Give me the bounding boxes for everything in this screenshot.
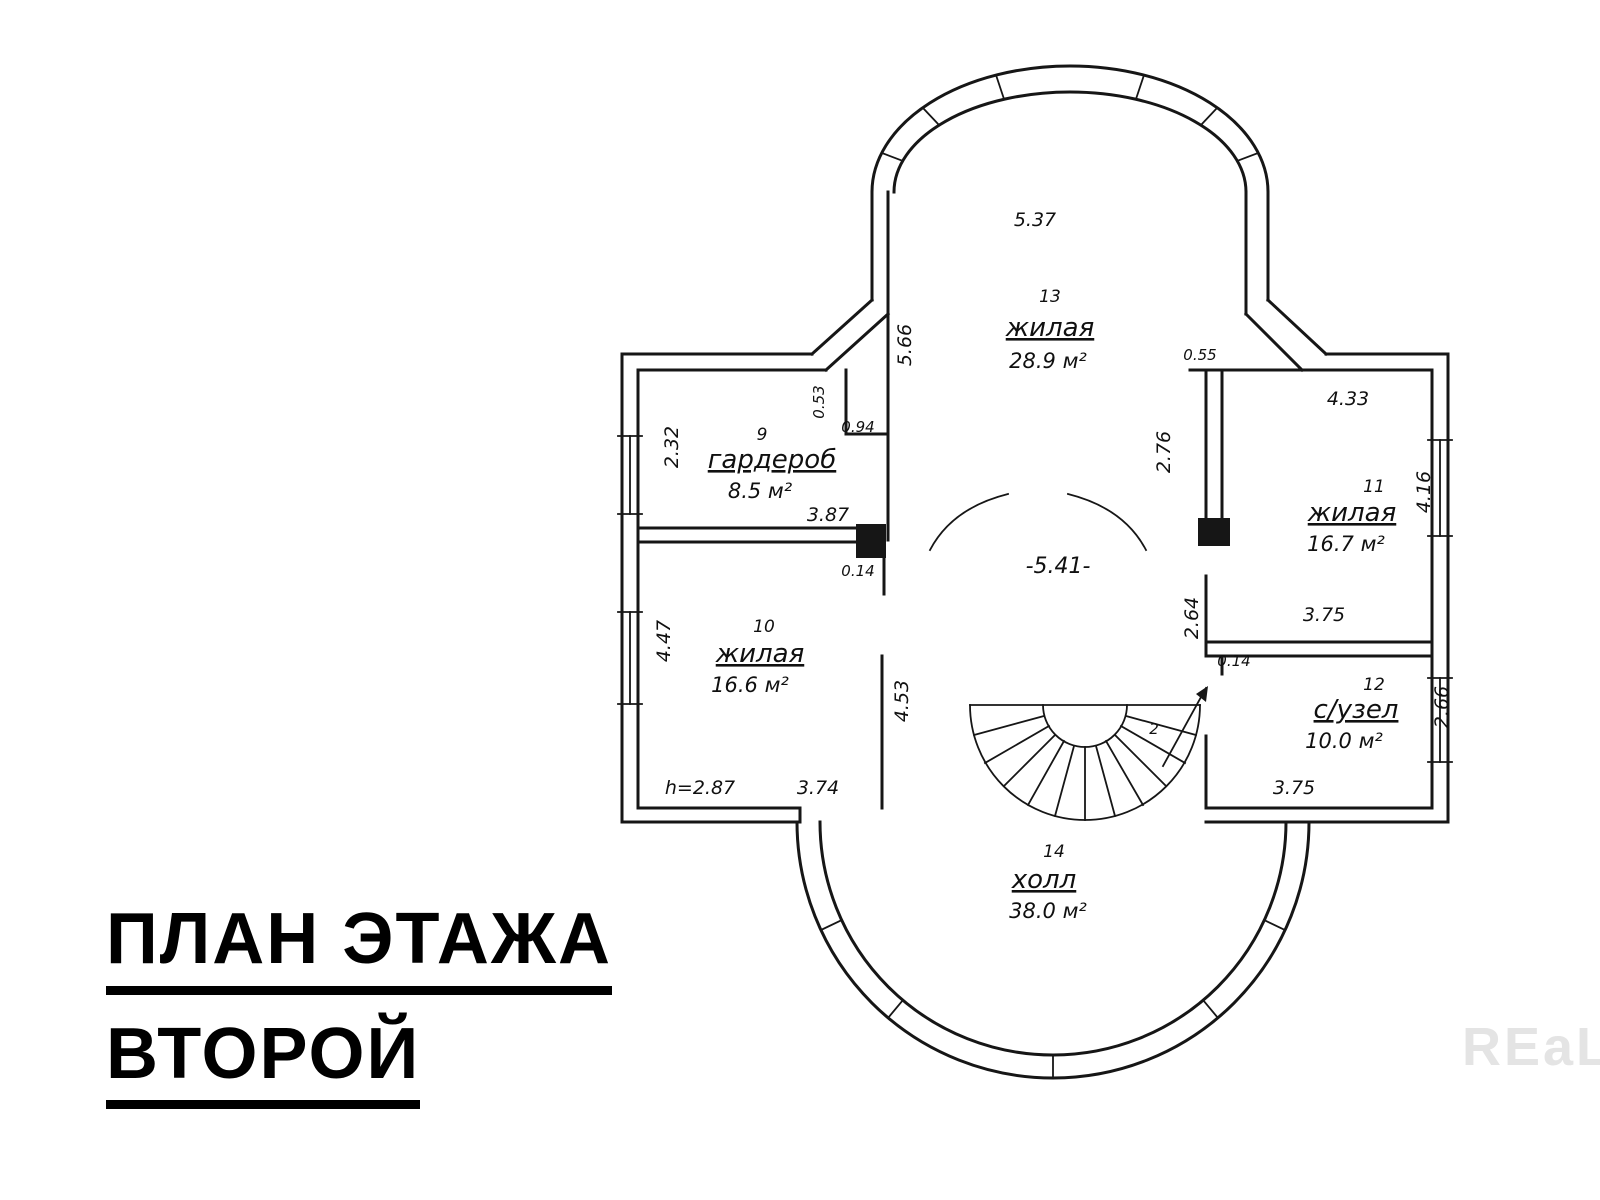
title-line-2: ВТОРОЙ — [106, 1016, 421, 1110]
dim-room10-right: 4.53 — [891, 680, 913, 722]
room-label-10: 10 жилая 16.6 м² — [711, 617, 804, 697]
room-13-number: 13 — [1039, 287, 1061, 307]
stair-direction-arrow — [1161, 686, 1208, 768]
dim-gap-055: 0.55 — [1183, 346, 1216, 364]
room-10-name: жилая — [715, 639, 805, 669]
dim-ceiling-height: h=2.87 — [665, 777, 735, 799]
exterior-walls — [620, 190, 1450, 824]
room-13-area: 28.9 м² — [1009, 349, 1087, 373]
dim-room11-bottom: 3.75 — [1303, 604, 1345, 626]
room-label-11: 11 жилая 16.7 м² — [1307, 477, 1397, 556]
room-label-9: 9 гардероб 8.5 м² — [708, 425, 837, 503]
room-9-name: гардероб — [708, 445, 837, 475]
winder-staircase — [969, 686, 1208, 821]
dim-hall-opening: -5.41- — [1026, 554, 1091, 579]
room-10-number: 10 — [753, 617, 775, 637]
dim-room9-height: 2.32 — [661, 426, 683, 468]
room-label-14: 14 холл 38.0 м² — [1009, 842, 1087, 923]
room-11-area: 16.7 м² — [1307, 532, 1385, 556]
dim-wall-014-left: 0.14 — [841, 562, 874, 580]
dim-room10-width: 3.74 — [797, 777, 839, 799]
realt-watermark: REaLT — [1462, 1017, 1600, 1077]
dim-arch-width: 5.37 — [1014, 209, 1056, 231]
dim-room9-width: 3.87 — [807, 504, 849, 526]
room-12-number: 12 — [1363, 675, 1385, 695]
dimension-labels: 5.37 5.66 0.55 4.33 2.32 0.53 0.94 2.76 … — [653, 209, 1453, 799]
window-marks — [617, 435, 1453, 763]
dim-room13-right: 2.76 — [1153, 431, 1175, 473]
dim-room12-upper: 2.64 — [1181, 597, 1203, 639]
dim-room11-height: 4.16 — [1413, 471, 1435, 513]
room-13-name: жилая — [1005, 313, 1095, 343]
dim-wall-014-right: 0.14 — [1217, 652, 1250, 670]
dim-room12-bottom: 3.75 — [1273, 777, 1315, 799]
dim-room13-left: 5.66 — [894, 324, 916, 366]
stair-arrow-head — [1196, 686, 1208, 702]
room-11-number: 11 — [1363, 477, 1385, 497]
dim-room10-height: 4.47 — [653, 620, 675, 662]
room-14-number: 14 — [1043, 842, 1065, 862]
room-9-area: 8.5 м² — [728, 479, 793, 503]
plan-title-block: ПЛАН ЭТАЖА ВТОРОЙ — [106, 901, 612, 1131]
dim-room12-right: 2.66 — [1431, 686, 1453, 728]
room-12-area: 10.0 м² — [1305, 729, 1383, 753]
dim-stair-mark: 2 — [1149, 720, 1159, 738]
room-9-number: 9 — [757, 425, 768, 445]
room-10-area: 16.6 м² — [711, 673, 789, 697]
arched-bay-window — [870, 64, 1270, 194]
semicircular-bay-window — [795, 820, 1311, 1080]
title-line-1: ПЛАН ЭТАЖА — [106, 901, 612, 995]
room-14-area: 38.0 м² — [1009, 899, 1087, 923]
room-11-name: жилая — [1307, 498, 1397, 528]
dim-step-094: 0.94 — [841, 418, 874, 436]
room-14-name: холл — [1011, 865, 1077, 895]
room-12-name: с/узел — [1314, 695, 1399, 725]
dim-room11-width: 4.33 — [1327, 388, 1369, 410]
door-swing-arcs — [928, 492, 1148, 552]
room-label-12: 12 с/узел 10.0 м² — [1305, 675, 1398, 753]
dim-step-053: 0.53 — [810, 385, 828, 418]
room-label-13: 13 жилая 28.9 м² — [1005, 287, 1095, 373]
interior-walls — [636, 368, 1434, 810]
